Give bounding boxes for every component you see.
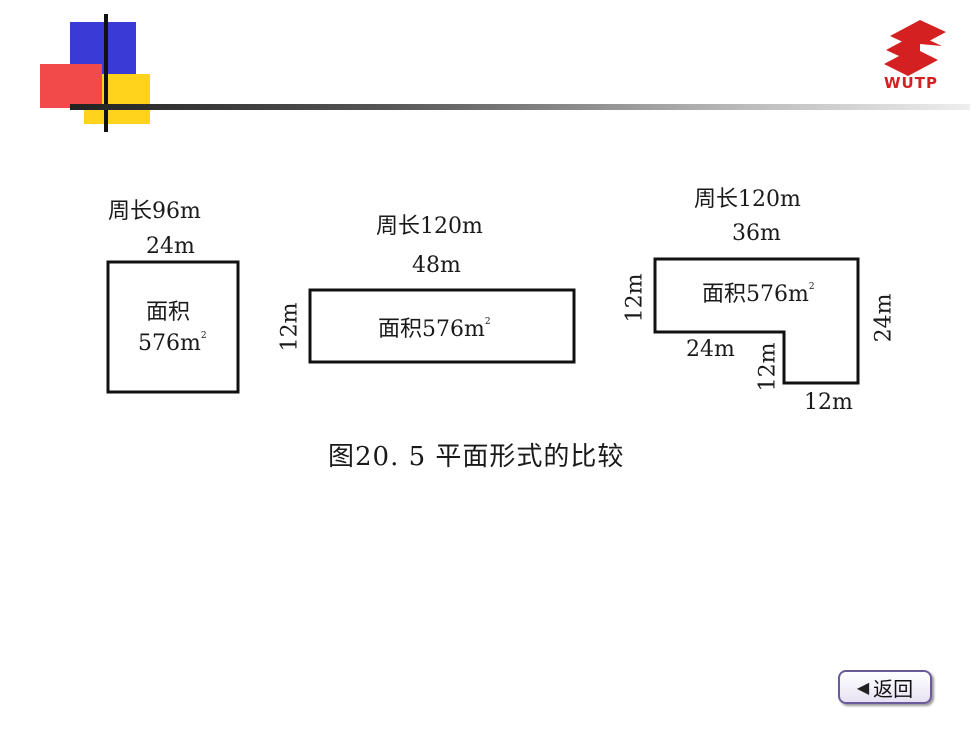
logo-text: WUTP bbox=[884, 74, 938, 92]
shape3-top-dimension: 36m bbox=[732, 221, 781, 246]
wutp-logo-icon bbox=[884, 20, 946, 76]
shape1-area-label: 面积 bbox=[146, 300, 191, 325]
shape1-perimeter: 周长96m bbox=[108, 199, 201, 224]
square-plan-outline bbox=[106, 260, 240, 394]
shape3-right-dimension: 24m bbox=[871, 293, 897, 343]
decor-red-square bbox=[40, 64, 102, 108]
decor-vertical-line bbox=[104, 14, 108, 132]
shape2-side-dimension: 12m bbox=[277, 302, 303, 352]
shape3-inner-vertical-dimension: 12m bbox=[755, 342, 781, 392]
back-button[interactable]: ◀ 返回 bbox=[838, 670, 932, 704]
l-shape-plan-outline bbox=[653, 257, 860, 385]
shape2-top-dimension: 48m bbox=[412, 253, 461, 278]
shape3-perimeter: 周长120m bbox=[694, 187, 801, 212]
rectangle-plan-outline bbox=[308, 288, 576, 364]
back-button-label: 返回 bbox=[873, 676, 914, 701]
back-arrow-icon: ◀ bbox=[856, 677, 870, 697]
shape2-area: 面积576m2 bbox=[378, 317, 491, 342]
shape3-inner-horizontal-dimension: 24m bbox=[686, 337, 735, 362]
shape3-bottom-dimension: 12m bbox=[804, 390, 853, 415]
header-rule bbox=[70, 104, 970, 110]
shape1-top-dimension: 24m bbox=[146, 234, 195, 259]
shape3-left-dimension: 12m bbox=[622, 273, 648, 323]
shape2-perimeter: 周长120m bbox=[376, 214, 483, 239]
shape3-area: 面积576m2 bbox=[702, 282, 815, 307]
figure-caption: 图20. 5 平面形式的比较 bbox=[328, 442, 625, 472]
shape1-area-value: 576m2 bbox=[138, 331, 207, 356]
